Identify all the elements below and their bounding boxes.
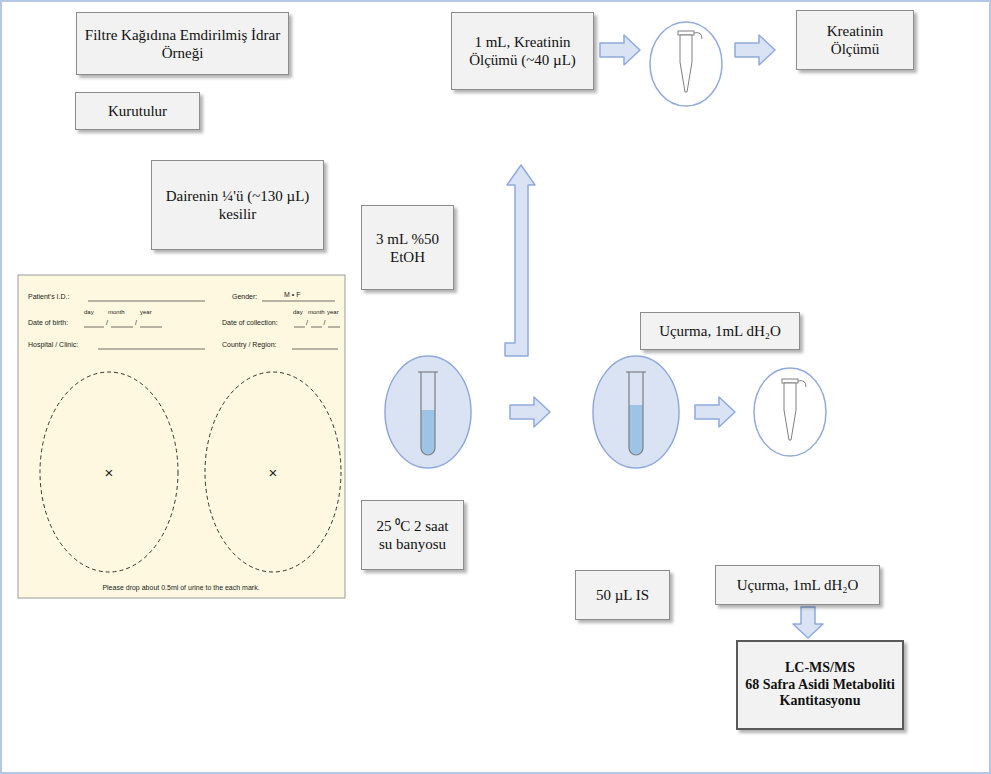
- date-hint: month: [308, 309, 325, 315]
- test-tube: [421, 372, 435, 455]
- form-label: Patient's I.D.:: [28, 293, 69, 300]
- tube-rim: [418, 371, 438, 372]
- eppendorf-cap: [782, 379, 798, 383]
- box-text: Uçurma, 1mL dH₂O: [659, 322, 781, 340]
- process-box: Kurutulur: [75, 92, 200, 130]
- box-text: 3 mL %50 EtOH: [368, 230, 447, 266]
- process-box: Filtre Kağıdına Emdirilmiş İdrar Örneği: [76, 12, 289, 75]
- tube-rim: [626, 371, 646, 372]
- date-separator: /: [135, 319, 137, 326]
- box-text: LC-MS/MS: [785, 660, 855, 677]
- drop-mark: ×: [269, 465, 278, 480]
- form-label: Gender:: [232, 293, 257, 300]
- result-box: LC-MS/MS68 Safra Asidi Metaboliti Kantit…: [736, 640, 904, 730]
- block-arrow: [600, 35, 640, 65]
- date-hint: year: [327, 309, 339, 315]
- form-label: Country / Region:: [222, 341, 276, 348]
- instruction-note: Please drop about 0.5ml of urine to the …: [102, 584, 259, 591]
- eppendorf-lid: [694, 33, 702, 39]
- block-arrow: [793, 607, 823, 638]
- tube-liquid: [629, 405, 643, 455]
- condition-box: 25 ⁰C 2 saat su banyosu: [361, 500, 464, 570]
- drop-circle: [40, 372, 178, 572]
- date-hint: day: [84, 309, 94, 315]
- drop-mark: ×: [105, 465, 114, 480]
- box-text: Uçurma, 1mL dH₂O: [737, 576, 859, 594]
- test-tube: [629, 372, 643, 455]
- process-box: Uçurma, 1mL dH₂O: [715, 565, 880, 605]
- process-box: 1 mL, Kreatinin Ölçümü (~40 µL): [451, 12, 594, 90]
- eppendorf-cap: [678, 31, 694, 35]
- drop-circle: [205, 372, 341, 572]
- box-subtext: 68 Safra Asidi Metaboliti Kantitasyonu: [744, 677, 896, 711]
- date-hint: month: [108, 309, 125, 315]
- box-text: Dairenin ¼'ü (~130 µL) kesilir: [158, 187, 317, 223]
- box-text: 1 mL, Kreatinin Ölçümü (~40 µL): [458, 33, 587, 69]
- form-blank-lines: [84, 301, 340, 349]
- box-text: Filtre Kağıdına Emdirilmiş İdrar Örneği: [83, 26, 282, 62]
- eppendorf-tube: [784, 383, 796, 440]
- eppendorf-circle: [754, 368, 826, 456]
- form-option: M • F: [284, 291, 300, 298]
- eppendorf-lid: [798, 381, 806, 387]
- eppendorf-tube: [680, 35, 692, 92]
- date-separator: /: [106, 319, 108, 326]
- form-label: Date of collection:: [222, 319, 278, 326]
- process-box: Dairenin ¼'ü (~130 µL) kesilir: [151, 160, 324, 250]
- box-text: 50 µL IS: [596, 586, 649, 604]
- block-arrow: [735, 35, 775, 65]
- block-arrow: [510, 397, 550, 427]
- box-text: Kreatinin Ölçümü: [803, 22, 907, 58]
- form-label: Hospital / Clinic:: [28, 341, 78, 348]
- filter-card: [18, 275, 345, 598]
- date-hint: day: [293, 309, 303, 315]
- reagent-box: 50 µL IS: [575, 570, 670, 620]
- bent-block-arrow: [505, 165, 535, 356]
- process-box: Uçurma, 1mL dH₂O: [640, 312, 800, 350]
- box-text: 25 ⁰C 2 saat su banyosu: [368, 517, 457, 553]
- date-hint: year: [140, 309, 152, 315]
- tube-circle: [593, 356, 679, 468]
- process-box: Kreatinin Ölçümü: [796, 10, 914, 70]
- reagent-box: 3 mL %50 EtOH: [361, 205, 454, 290]
- eppendorf-circle: [650, 22, 722, 106]
- block-arrow: [695, 397, 735, 427]
- form-label: Date of birth:: [28, 319, 68, 326]
- tube-circle: [385, 356, 471, 468]
- box-text: Kurutulur: [108, 102, 167, 120]
- tube-liquid: [421, 410, 435, 455]
- date-separator: /: [306, 319, 308, 326]
- date-separator: /: [324, 319, 326, 326]
